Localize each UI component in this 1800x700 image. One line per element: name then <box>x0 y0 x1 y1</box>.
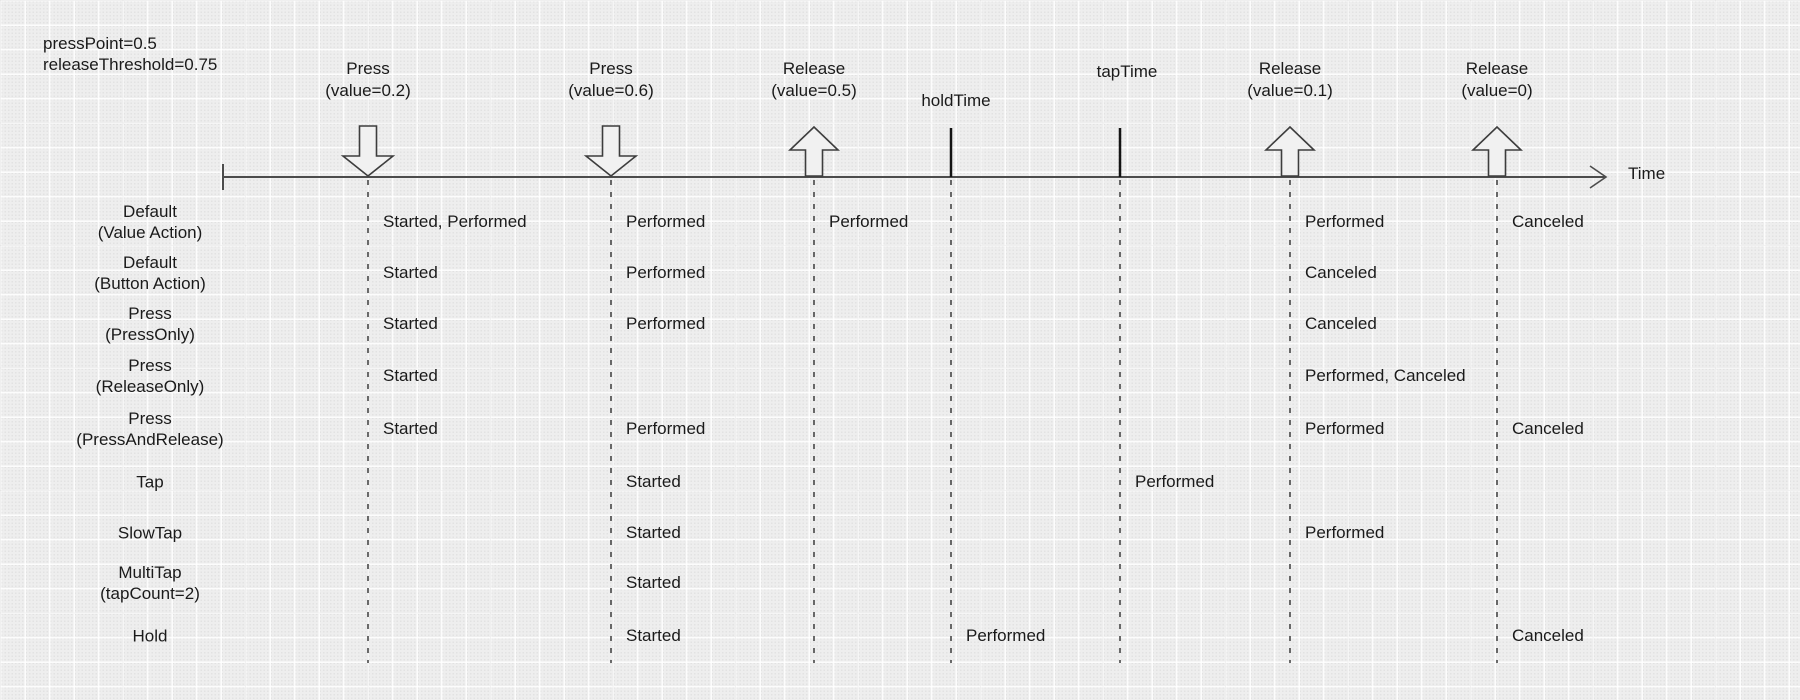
row-label-default: Default (Button Action) <box>94 252 206 294</box>
event-label: Performed <box>626 263 706 282</box>
event-label: Performed <box>1305 523 1385 542</box>
event-label: Canceled <box>1305 263 1377 282</box>
marker-label-line: (value=0.1) <box>1247 81 1333 100</box>
row-label-line: (tapCount=2) <box>100 584 200 603</box>
row-label-hold: Hold <box>133 626 168 647</box>
marker-label-line: (value=0) <box>1461 81 1533 100</box>
release-up-arrow-icon <box>1264 125 1316 177</box>
press-point-param: pressPoint=0.5 <box>43 34 157 53</box>
event-label: Started <box>383 419 438 438</box>
time-axis-label: Time <box>1628 164 1666 183</box>
event-label: Started <box>383 314 438 333</box>
marker-label-line: Release <box>782 59 846 78</box>
release-threshold-param: releaseThreshold=0.75 <box>43 55 218 74</box>
release-up-arrow-icon <box>788 125 840 177</box>
row-label-line: (Button Action) <box>94 274 206 293</box>
row-label-line: (PressOnly) <box>105 325 195 344</box>
event-label: Started <box>626 523 681 542</box>
row-label-line: (PressAndRelease) <box>76 430 224 449</box>
marker-label-line: Press <box>589 59 633 78</box>
row-label-press: Press (PressOnly) <box>105 303 195 345</box>
event-label: Performed <box>1135 472 1215 491</box>
row-label-line: MultiTap <box>118 563 182 582</box>
event-label: Canceled <box>1512 212 1584 231</box>
row-label-line: (ReleaseOnly) <box>95 377 205 396</box>
row-label-line: Press <box>128 409 172 428</box>
marker-label-press02: Press (value=0.2) <box>325 58 411 102</box>
marker-label-release05: Release (value=0.5) <box>771 58 857 102</box>
marker-label-release01: Release (value=0.1) <box>1247 58 1333 102</box>
marker-label-line: Press <box>346 59 390 78</box>
event-label: Started <box>383 263 438 282</box>
time-axis-arrowhead-icon <box>1589 165 1608 189</box>
row-label-line: (Value Action) <box>97 223 203 242</box>
event-label: Performed <box>829 212 909 231</box>
parameters-note: pressPoint=0.5 releaseThreshold=0.75 <box>43 33 217 75</box>
marker-label-line: holdTime <box>921 91 991 110</box>
event-label: Performed <box>1305 212 1385 231</box>
event-label: Started <box>626 472 681 491</box>
event-label: Performed <box>626 314 706 333</box>
event-label: Canceled <box>1512 626 1584 645</box>
release-up-arrow-icon <box>1471 125 1523 177</box>
marker-label-press06: Press (value=0.6) <box>568 58 654 102</box>
marker-label-line: (value=0.2) <box>325 81 411 100</box>
event-label: Performed <box>966 626 1046 645</box>
event-label: Performed <box>626 419 706 438</box>
row-label-line: Default <box>123 202 177 221</box>
row-label-tap: Tap <box>136 472 163 493</box>
row-label-line: Press <box>128 304 172 323</box>
event-label: Started <box>626 573 681 592</box>
row-label-line: Tap <box>136 472 164 492</box>
event-label: Performed <box>1305 419 1385 438</box>
event-label: Started <box>626 626 681 645</box>
marker-label-release0: Release (value=0) <box>1461 58 1532 102</box>
row-label-line: Hold <box>132 626 168 646</box>
press-down-arrow-icon <box>583 125 639 178</box>
event-label: Started <box>383 366 438 385</box>
marker-label-holdTime: holdTime <box>921 90 990 112</box>
marker-label-tapTime: tapTime <box>1097 61 1158 83</box>
row-label-slowtap: SlowTap <box>118 523 182 544</box>
row-label-default: Default (Value Action) <box>98 201 203 243</box>
marker-label-line: tapTime <box>1096 62 1158 81</box>
event-label: Performed, Canceled <box>1305 366 1466 385</box>
marker-label-line: (value=0.6) <box>568 81 654 100</box>
row-label-press: Press (ReleaseOnly) <box>96 355 205 397</box>
press-down-arrow-icon <box>340 125 396 178</box>
marker-label-line: (value=0.5) <box>771 81 857 100</box>
event-label: Canceled <box>1305 314 1377 333</box>
row-label-line: SlowTap <box>117 523 183 543</box>
event-label: Started, Performed <box>383 212 527 231</box>
marker-label-line: Release <box>1465 59 1529 78</box>
event-label: Performed <box>626 212 706 231</box>
row-label-multitap: MultiTap (tapCount=2) <box>100 562 200 604</box>
marker-label-line: Release <box>1258 59 1322 78</box>
row-label-line: Default <box>123 253 177 272</box>
event-label: Canceled <box>1512 419 1584 438</box>
row-label-press: Press (PressAndRelease) <box>76 408 223 450</box>
row-label-line: Press <box>128 356 172 375</box>
